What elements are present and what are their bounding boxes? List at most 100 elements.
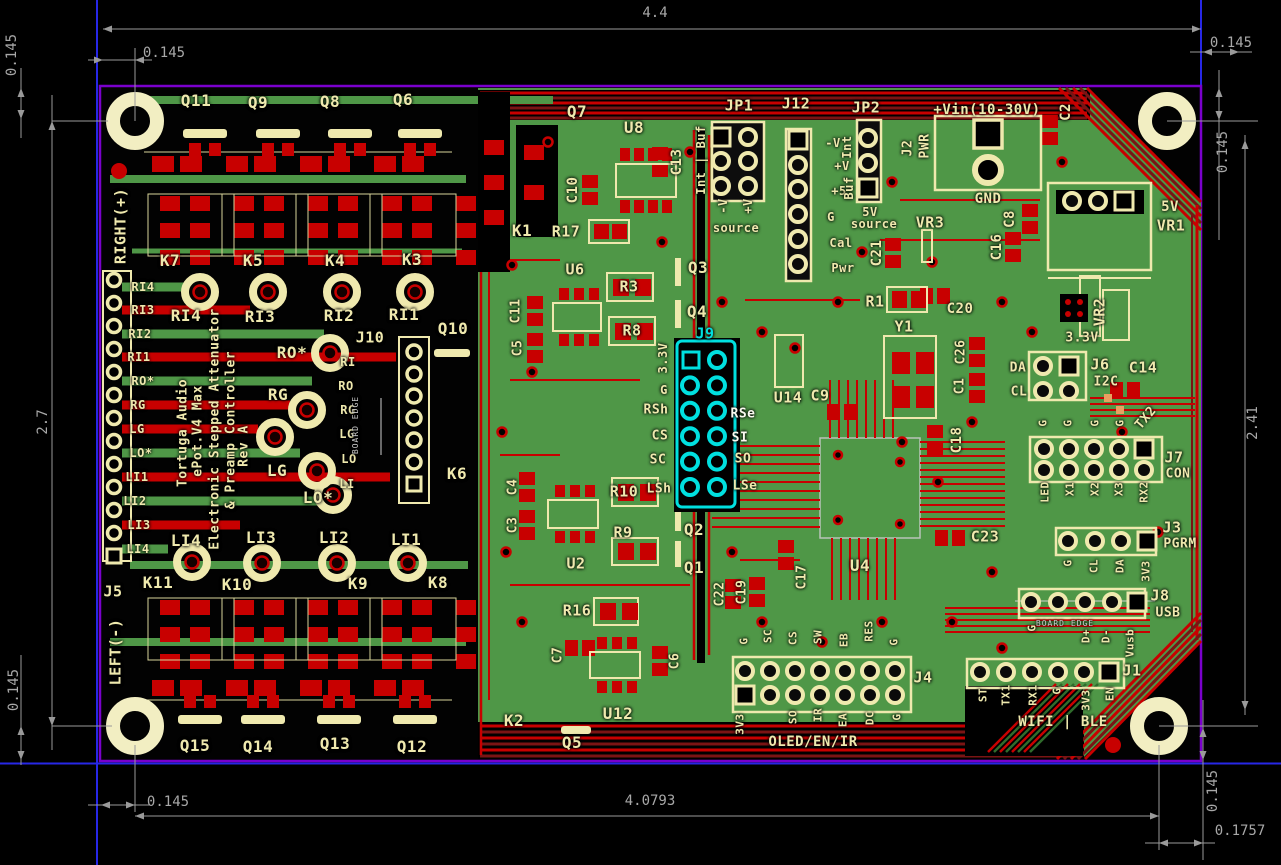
j4-pin-cs: CS [786, 630, 800, 646]
j8-pin-g: G [1025, 624, 1039, 632]
j9-pin-lsh: LSh [646, 481, 672, 497]
j4-pin-dc: DC [863, 710, 877, 726]
j3-pin-3v3: 3V3 [1139, 560, 1153, 582]
ref-j6: J6 [1090, 355, 1110, 374]
j5-pin-lg: LG [129, 422, 145, 436]
connectors [710, 114, 1164, 714]
ref-vr2: VR2 [1090, 297, 1109, 327]
j5-pin-lo: LO* [129, 446, 153, 460]
j7-pin-g4: G [1113, 419, 1127, 427]
j7-pin-x1: X1 [1063, 481, 1077, 497]
j1-pin-tx1: TX1 [999, 684, 1013, 706]
j12-pin-p5: +5 [831, 184, 847, 198]
j3-pin-g: G [1061, 559, 1075, 567]
pad-lo: LO* [302, 488, 334, 507]
title-line-1: Tortuga Audio [175, 378, 191, 488]
j9-pin-rsh: RSh [643, 402, 669, 418]
j9-pin-rse: RSe [730, 406, 756, 422]
ref-k1: K1 [511, 221, 533, 240]
pad-ri3: RI3 [244, 307, 276, 326]
jp1-source: source [712, 221, 760, 235]
j9-pin-sc: SC [649, 452, 667, 468]
jp2-5v: 5V [862, 205, 878, 219]
title-line-3: Electronic Stepped Attenuator [207, 308, 223, 550]
ref-u4: U4 [849, 556, 871, 575]
ref-k8: K8 [427, 573, 449, 592]
dim-right-height: 2.41 [1245, 406, 1261, 440]
j4-pin-g3: G [890, 713, 904, 721]
ref-j10: J10 [355, 328, 385, 347]
j7-pin-x2: X2 [1088, 481, 1102, 497]
vr1-5v: 5V [1161, 199, 1179, 215]
j12-pin-g: G [827, 210, 835, 224]
ref-r8: R8 [622, 321, 642, 340]
j2-gnd: GND [974, 191, 1002, 207]
j5-pin-li4: LI4 [126, 542, 150, 556]
j4-pin-sw: SW [811, 629, 825, 645]
j10-pin-ro: RO [338, 379, 354, 393]
ref-c11: C11 [508, 298, 524, 324]
ref-q10: Q10 [437, 319, 469, 338]
ref-q8: Q8 [319, 92, 341, 111]
j9-3v3: 3.3V [656, 342, 670, 374]
ref-q12: Q12 [396, 737, 428, 756]
ref-c2: C2 [1058, 103, 1074, 121]
ref-k2: K2 [503, 711, 525, 730]
dim-top-width: 4.4 [642, 5, 668, 21]
j2-pwr: PWR [917, 133, 933, 159]
ref-q7: Q7 [566, 102, 588, 121]
pad-li1: LI1 [390, 530, 422, 549]
ref-r17: R17 [551, 222, 581, 241]
ref-q4: Q4 [686, 302, 708, 321]
dim-br-h: 0.1757 [1214, 823, 1266, 839]
j10-pin-rg: RG [340, 403, 356, 417]
ref-q3: Q3 [687, 258, 709, 277]
j12-pin-posv: +V [834, 159, 850, 173]
j5-pin-ri2: RI2 [128, 327, 152, 341]
j7-con: CON [1165, 466, 1191, 482]
dim-tl-v: 0.145 [4, 33, 20, 77]
j6-pin-cl: CL [1010, 384, 1028, 400]
ref-c5: C5 [510, 339, 526, 357]
dim-tr-v: 0.145 [1215, 130, 1231, 174]
j4-pin-ea: EA [836, 712, 850, 728]
j7-pin-led: LED [1038, 481, 1052, 503]
dim-left-height: 2.7 [35, 409, 51, 435]
j5-pin-rg: RG [130, 398, 146, 412]
j10-pin-lg: LG [339, 427, 355, 441]
ref-j5: J5 [103, 582, 123, 601]
j9-pin-so: SO [734, 451, 752, 467]
jp2-int: Int [840, 135, 854, 159]
dim-b-h: 0.145 [146, 794, 190, 810]
pad-ri1: RI1 [388, 305, 420, 324]
j1-pin-g: G [1050, 687, 1064, 695]
title-line-5: Rev A [236, 425, 252, 467]
ref-q15: Q15 [179, 736, 211, 755]
ref-u14: U14 [773, 388, 803, 407]
ref-c6: C6 [667, 652, 683, 670]
oled-en-ir: OLED/EN/IR [768, 734, 858, 750]
j4-pin-res: RES [862, 620, 876, 642]
pad-ri4: RI4 [170, 306, 202, 325]
ref-j1: J1 [1122, 661, 1142, 680]
dim-br-v: 0.145 [1205, 769, 1221, 813]
ref-j4: J4 [913, 668, 933, 687]
pad-li3: LI3 [245, 528, 277, 547]
title-line-2: ePot.V4 Max [190, 385, 206, 477]
ref-j8: J8 [1150, 586, 1170, 605]
ref-k7: K7 [159, 251, 181, 270]
j8-pin-dm: D- [1099, 628, 1113, 644]
connector-j9-selected[interactable] [674, 338, 740, 512]
board-edge-note-2: BOARD EDGE [1035, 619, 1095, 628]
j7-pin-g3: G [1088, 419, 1102, 427]
ref-y1: Y1 [894, 317, 914, 336]
ref-k11: K11 [142, 573, 174, 592]
ref-q11: Q11 [180, 91, 212, 110]
ref-vr1: VR1 [1156, 216, 1186, 235]
jp1-neg-v: -V [716, 198, 730, 214]
ref-c21: C21 [869, 239, 885, 267]
ref-vr3: VR3 [915, 213, 945, 232]
wifi-ble: WIFI | BLE [1018, 714, 1108, 730]
